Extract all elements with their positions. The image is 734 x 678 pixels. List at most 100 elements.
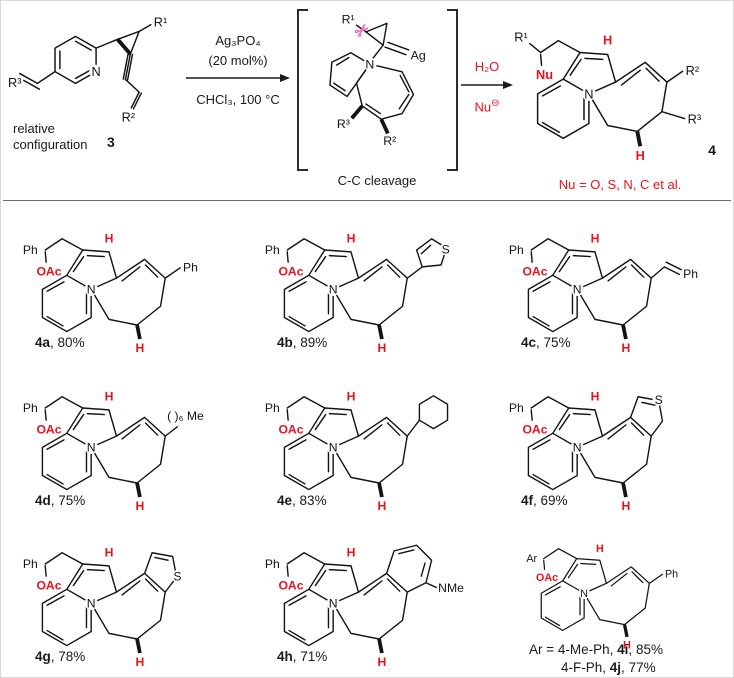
product-cell-4b: S Ph OAc H H N 4b, 89% — [251, 205, 487, 361]
oac-label: OAc — [536, 572, 558, 584]
compound-caption: 4d, 75% — [35, 493, 86, 508]
bracket-left — [297, 9, 308, 171]
h-top-label: H — [105, 232, 114, 246]
r1-label: R¹ — [154, 15, 167, 30]
alkyl-chain-label: ( )₆ Me — [167, 409, 204, 423]
oac-label: OAc — [522, 264, 547, 278]
structure-4f: S Ph OAc H H N — [509, 390, 665, 513]
product-cell-4g: S Ph OAc H H N 4g, 78% — [9, 519, 245, 675]
h-bottom-label: H — [378, 341, 387, 355]
n-atom: N — [87, 283, 96, 297]
h-top-label: H — [347, 390, 356, 404]
aryl-label: Ar — [526, 553, 537, 565]
structure-4h: NMe Ph OAc H H N — [265, 544, 464, 669]
phenyl-label: Ph — [23, 243, 38, 257]
r2-label: R² — [686, 63, 700, 78]
h-bottom-label: H — [136, 499, 145, 513]
n-atom: N — [329, 283, 338, 297]
phenyl-label: Ph — [23, 401, 38, 415]
h-bottom-label: H — [378, 655, 387, 669]
nucleophile-note: Nu = O, S, N, C et al. — [558, 177, 682, 192]
phenyl-label: Ph — [23, 557, 38, 571]
sulfur-atom: S — [442, 242, 450, 256]
h-top-label: H — [596, 543, 604, 555]
compound-caption: 4b, 89% — [277, 335, 328, 350]
compound-caption: 4a, 80% — [35, 335, 85, 350]
structure-4i-4j: Ph Ar OAc H H N — [526, 543, 678, 652]
r2-label: R² — [122, 109, 135, 124]
silver-atom: Ag — [411, 48, 426, 62]
n-atom: N — [573, 441, 582, 455]
h-bottom-label: H — [136, 341, 145, 355]
r1-label: R¹ — [342, 12, 355, 26]
r3-label: R³ — [8, 75, 21, 90]
variant-line-1: Ar = 4-Me-Ph, 4i, 85% — [529, 642, 663, 657]
products-grid: Ph Ph OAc H H N 4a, 80% S Ph — [1, 203, 733, 677]
r3-label: R³ — [337, 117, 350, 131]
n-atom: N — [87, 441, 96, 455]
compound-number-4: 4 — [708, 142, 716, 158]
product-cell-4f: S Ph OAc H H N 4f, 69% — [495, 363, 731, 519]
bracket-right — [447, 9, 458, 171]
reactant-caption: relative configuration — [13, 121, 88, 152]
h-bottom-label: H — [136, 655, 145, 669]
oac-label: OAc — [36, 264, 61, 278]
r-group-label: Ph — [183, 261, 198, 275]
reaction-arrow-2 — [461, 80, 513, 89]
h-top-label: H — [105, 546, 114, 560]
h-bottom-label: H — [622, 341, 631, 355]
structure-4d: ( )₆ Me Ph OAc H H N — [23, 390, 204, 514]
product-cell-4d: ( )₆ Me Ph OAc H H N 4d, 75% — [9, 363, 245, 519]
compound-caption: 4c, 75% — [521, 335, 571, 350]
n-atom: N — [87, 597, 96, 611]
solvent-temp-label: CHCl₃, 100 °C — [196, 91, 280, 107]
r3-label: R³ — [688, 112, 702, 127]
reaction-conditions: Ag₃PO₄ (20 mol%) CHCl₃, 100 °C — [183, 31, 293, 109]
phenyl-label: Ph — [265, 557, 280, 571]
compound-caption: 4h, 71% — [277, 649, 328, 664]
nu-label: Nu — [536, 67, 553, 82]
phenyl-label: Ph — [509, 243, 524, 257]
compound-caption: 4g, 78% — [35, 649, 86, 664]
phenyl-label: Ph — [509, 401, 524, 415]
h-top-label: H — [591, 390, 600, 404]
oac-label: OAc — [522, 422, 547, 436]
r1-label: R¹ — [514, 30, 528, 45]
compound-caption-variants: Ar = 4-Me-Ph, 4i, 85% 4-F-Ph, 4j, 77% — [529, 641, 663, 676]
section-divider — [3, 200, 731, 201]
product-cell-4a: Ph Ph OAc H H N 4a, 80% — [9, 205, 245, 361]
intermediate-caption: C-C cleavage — [337, 173, 417, 188]
h-top-label: H — [347, 546, 356, 560]
structure-reactant-3: N R³ R¹ R² — [8, 15, 167, 125]
r-group-label: Ph — [665, 569, 678, 581]
structure-4c: Ph Ph OAc H H N — [509, 232, 698, 356]
oac-label: OAc — [36, 422, 61, 436]
compound-caption: 4f, 69% — [521, 493, 568, 508]
oac-label: OAc — [278, 264, 303, 278]
phenyl-label: Ph — [265, 401, 280, 415]
sulfur-atom: S — [173, 569, 181, 583]
structure-4b: S Ph OAc H H N — [265, 232, 452, 355]
structure-product-4: R¹ Nu H R² R³ H N 4 — [514, 30, 716, 163]
loading-label: (20 mol%) — [208, 52, 268, 68]
product-cell-4e: Ph OAc H H N 4e, 83% — [251, 363, 487, 519]
compound-caption: 4e, 83% — [277, 493, 327, 508]
h-top-label: H — [603, 33, 612, 48]
product-cell-4i-4j: Ph Ar OAc H H N Ar = 4-Me-Ph, 4i, 85% 4-… — [495, 519, 731, 677]
h-bottom-label: H — [378, 499, 387, 513]
oac-label: OAc — [36, 578, 61, 592]
structure-intermediate: R¹ ✂ Ag N R³ R² — [329, 12, 426, 148]
variant-line-2: 4-F-Ph, 4j, 77% — [561, 659, 656, 675]
phenyl-label: Ph — [265, 243, 280, 257]
h-bottom-label: H — [636, 148, 645, 163]
product-cell-4c: Ph Ph OAc H H N 4c, 75% — [495, 205, 731, 361]
catalyst-label: Ag₃PO₄ — [215, 33, 261, 48]
n-atom: N — [329, 597, 338, 611]
structure-4e: Ph OAc H H N — [265, 390, 449, 513]
scheme-row: N R³ R¹ R² relative configuration 3 Ag₃P… — [1, 1, 733, 201]
nucleophile-label: Nu⊖ — [474, 98, 500, 115]
n-atom: N — [584, 86, 593, 101]
n-methyl-label: NMe — [438, 581, 464, 595]
structure-4g: S Ph OAc H H N — [23, 546, 184, 669]
